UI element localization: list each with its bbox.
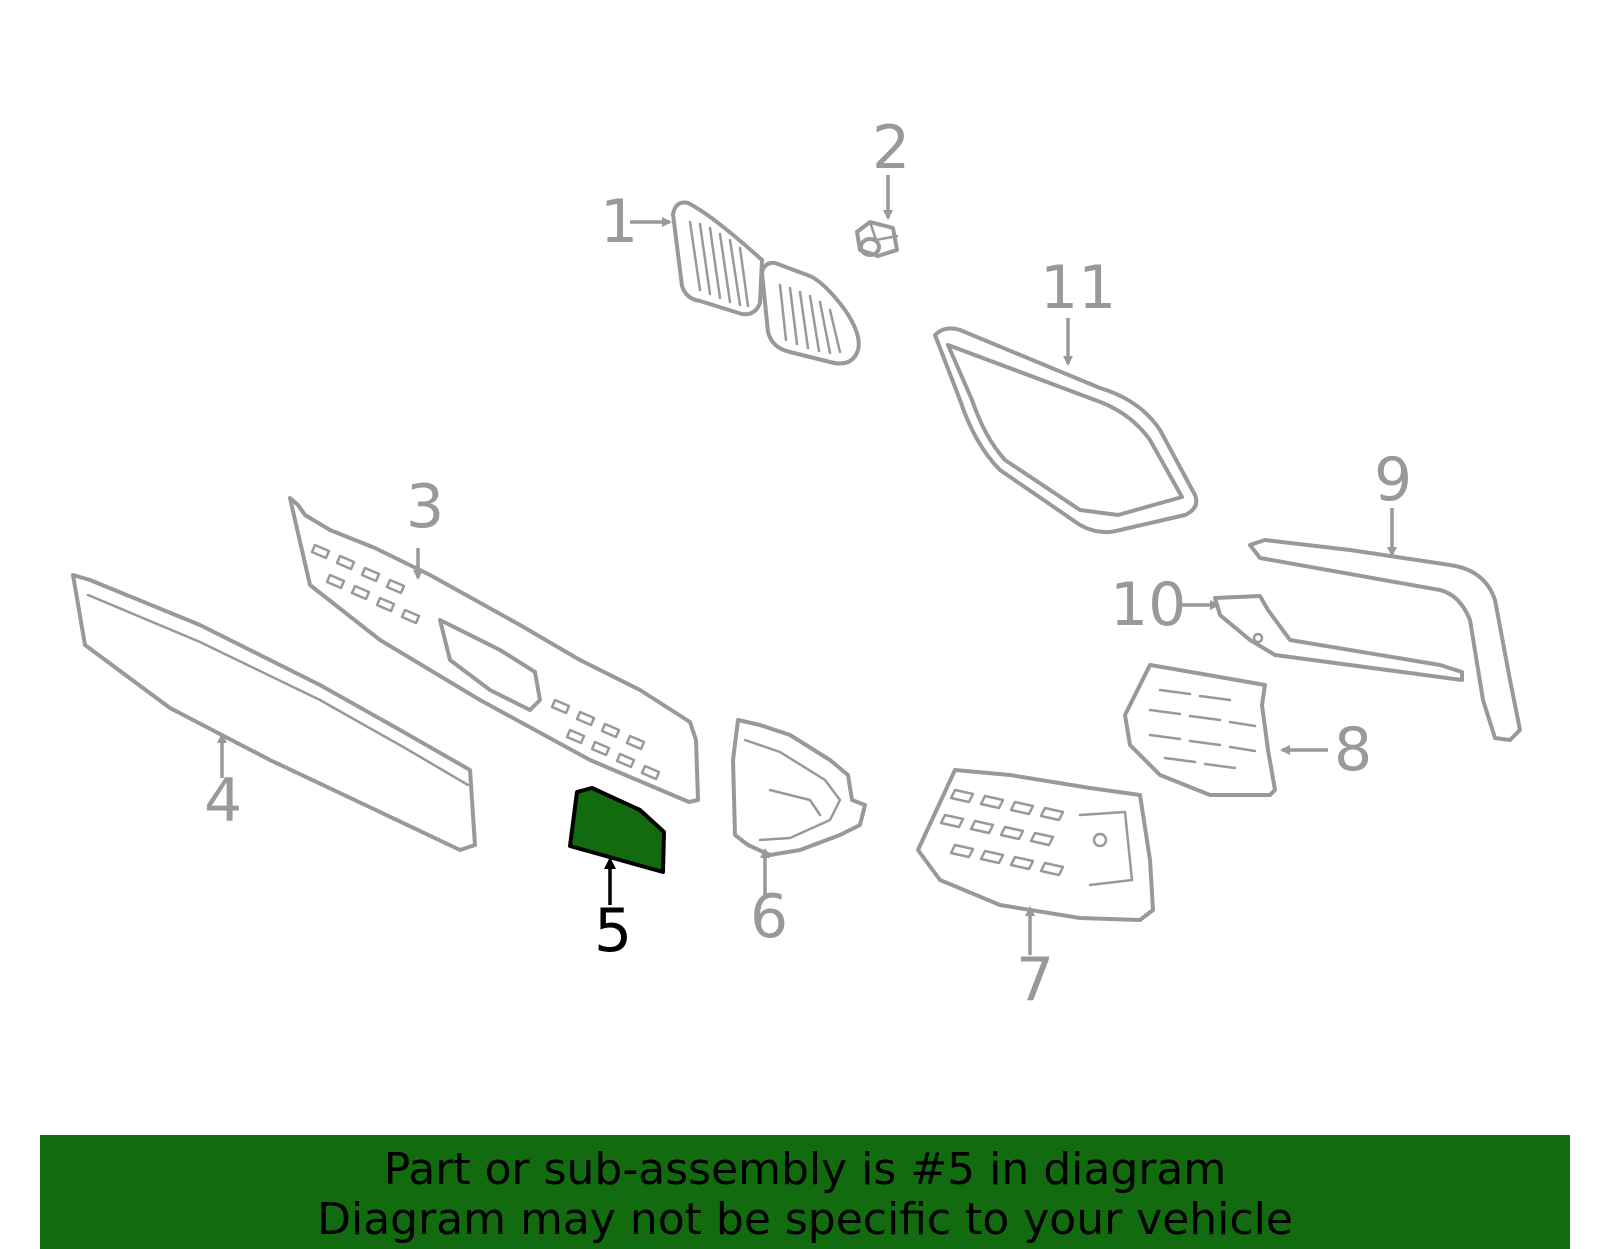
part-3-lower-grille <box>288 496 700 804</box>
info-banner: Part or sub-assembly is #5 in diagram Di… <box>40 1135 1570 1249</box>
banner-line-2: Diagram may not be specific to your vehi… <box>317 1194 1293 1245</box>
callout-8: 8 <box>1334 715 1372 785</box>
callout-7: 7 <box>1016 945 1054 1015</box>
callout-4: 4 <box>204 766 242 836</box>
callout-labels: 1 2 3 4 5 6 7 8 9 10 11 <box>204 113 1412 1015</box>
part-9-trim-arc <box>1248 538 1522 742</box>
banner-line-1: Part or sub-assembly is #5 in diagram <box>383 1144 1227 1195</box>
callout-3: 3 <box>406 472 444 542</box>
part-7-side-grille <box>916 768 1155 922</box>
callout-11: 11 <box>1040 253 1116 323</box>
callout-6: 6 <box>750 882 788 952</box>
callout-1: 1 <box>600 187 638 257</box>
callout-10: 10 <box>1110 570 1186 640</box>
callout-9: 9 <box>1374 445 1412 515</box>
part-6-air-duct <box>731 718 867 857</box>
part-11-frame <box>933 326 1199 535</box>
callout-5: 5 <box>594 896 632 966</box>
part-2-sensor <box>855 220 899 258</box>
part-10-trim-piece <box>1213 594 1464 682</box>
part-4-trim-strip <box>71 573 477 852</box>
callout-2: 2 <box>872 113 910 183</box>
part-8-fog-grille <box>1123 663 1277 797</box>
leader-lines <box>217 175 1397 955</box>
part-5-bracket <box>568 786 666 874</box>
part-1-kidney-grille <box>671 200 861 366</box>
